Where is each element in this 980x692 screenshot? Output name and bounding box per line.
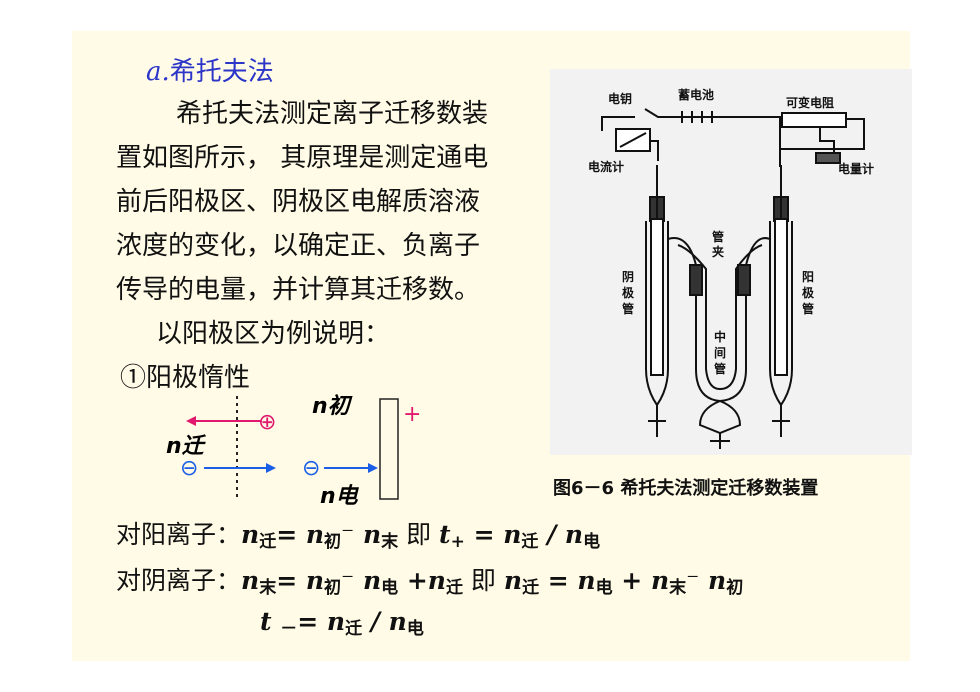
label-ammeter: 电流计 <box>588 159 624 174</box>
electrode-sign: + <box>403 402 421 427</box>
paragraph-line-4: 浓度的变化，以确定正、负离子 <box>116 231 481 261</box>
figure-caption: 图6－6 希托夫法测定迁移数装置 <box>553 478 819 499</box>
ion-migration-diagram: ⊕ ⊖ ⊖ + n初 n迁 n电 <box>166 393 421 509</box>
label-coulometer: 电量计 <box>838 161 874 176</box>
label-n-init: n初 <box>312 393 354 419</box>
label-anode-tube: 阳极管 <box>802 269 815 316</box>
cation-arrow-head <box>186 416 196 426</box>
example-line: 以阳极区为例说明： <box>156 319 391 349</box>
label-resistor: 可变电阻 <box>786 95 834 110</box>
anion-symbol-right: ⊖ <box>302 456 320 481</box>
apparatus-drawing: 电钥 蓄电池 可变电阻 电流计 电量计 管夹 阴极管 阳极管 中间管 <box>588 87 874 449</box>
paragraph-line-1: 希托夫法测定离子迁移数装 <box>176 99 489 129</box>
equation-cation: 对阳离子：n迁= n初⁻ n末 即 t+ = n迁 / n电 <box>116 520 601 552</box>
anion-symbol-left: ⊖ <box>180 456 198 481</box>
anion-arrow-right-head <box>368 463 378 473</box>
label-n-migr: n迁 <box>166 434 207 459</box>
label-middle-tube: 中间管 <box>714 329 726 376</box>
paragraph-line-2: 置如图所示， 其原理是测定通电 <box>116 143 489 173</box>
label-clamp: 管夹 <box>712 229 724 259</box>
paragraph-line-3: 前后阳极区、阴极区电解质溶液 <box>116 187 481 217</box>
label-switch: 电钥 <box>608 91 632 106</box>
case-line: ①阳极惰性 <box>120 363 251 393</box>
cation-symbol: ⊕ <box>258 410 276 435</box>
label-cathode-tube: 阴极管 <box>622 269 635 316</box>
vertical-labels: 管夹 阴极管 阳极管 中间管 <box>622 229 815 376</box>
slide-background: a.希托夫法 希托夫法测定离子迁移数装 置如图所示， 其原理是测定通电 前后阳极… <box>72 31 912 661</box>
equation-anion-transfer: t －= n迁 / n电 <box>260 607 424 639</box>
apparatus-figure: 电钥 蓄电池 可变电阻 电流计 电量计 管夹 阴极管 阳极管 中间管 <box>550 69 912 455</box>
equation-anion: 对阴离子：n末= n初⁻ n电 +n迁 即 n迁 = n电 + n末⁻ n初 <box>116 566 744 598</box>
anode-electrode <box>379 398 399 500</box>
label-battery: 蓄电池 <box>678 87 714 102</box>
section-title: a.希托夫法 <box>146 57 274 87</box>
anion-arrow-left-head <box>266 463 276 473</box>
label-n-elec: n电 <box>320 484 360 509</box>
paragraph-line-5: 传导的电量，并计算其迁移数。 <box>116 275 481 305</box>
